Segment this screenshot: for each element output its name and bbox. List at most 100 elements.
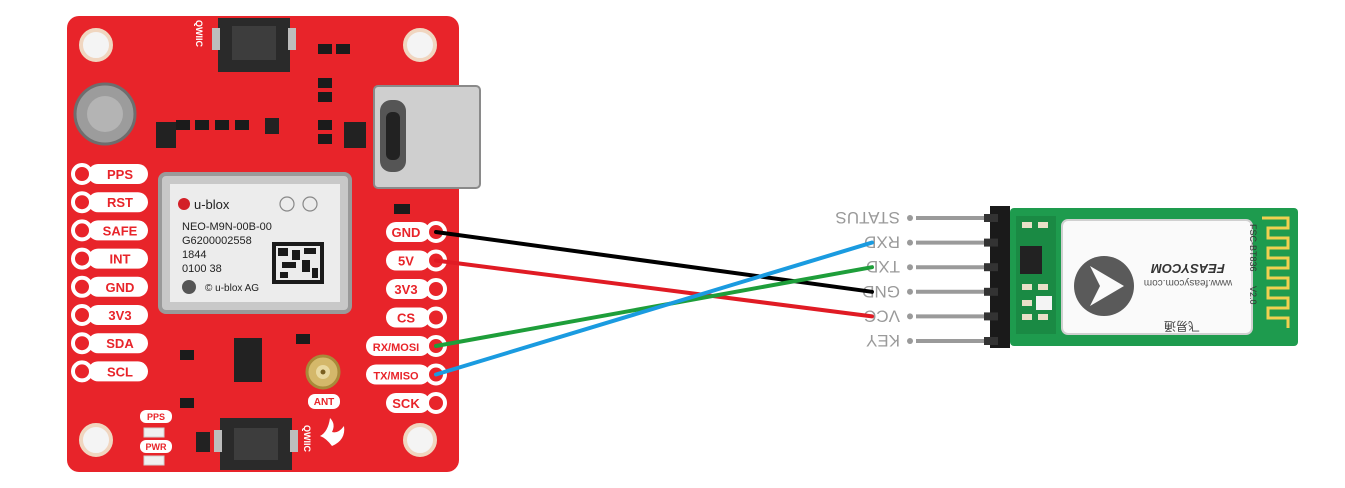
left-pin-hole[interactable]: [71, 219, 93, 242]
left-pin-gnd[interactable]: GND: [71, 275, 148, 298]
left-pin-hole[interactable]: [71, 247, 93, 270]
left-pin-rst[interactable]: RST: [71, 191, 148, 214]
mounting-holes: [79, 28, 437, 457]
qwiic-connector-top: [212, 18, 296, 72]
gps-module: u-blox NEO-M9N-00B-00 G6200002558 1844 0…: [158, 172, 352, 314]
left-pin-sda[interactable]: SDA: [71, 332, 148, 355]
bt-pin-rxd[interactable]: RXD: [864, 233, 998, 252]
left-pin-hole[interactable]: [71, 275, 93, 298]
right-pin-label: TX/MISO: [373, 371, 419, 383]
qwiic-top-label: QWIIC: [194, 20, 204, 47]
bt-pin-label: RXD: [864, 233, 900, 252]
ublox-logo-icon: [178, 198, 190, 210]
bt-pins: STATUS RXD TXD GND VCC KEY: [835, 208, 998, 350]
led-pps-label: PPS: [147, 412, 165, 422]
right-pin-label: 5V: [398, 254, 414, 269]
module-copyright: © u-blox AG: [205, 283, 259, 294]
right-pin-sck[interactable]: SCK: [386, 392, 447, 414]
right-pin-3v3[interactable]: 3V3: [386, 278, 447, 300]
bluetooth-module: FEASYCOM www.feasycom.com 飞易通 FSC-BT836 …: [835, 206, 1298, 350]
right-pin-label: SCK: [392, 396, 420, 411]
left-pin-label: 3V3: [108, 308, 131, 323]
left-pin-hole[interactable]: [71, 304, 93, 326]
bt-pin-label: GND: [862, 282, 900, 301]
bt-pin-label: KEY: [866, 331, 900, 350]
datamatrix-code: [272, 242, 324, 284]
gps-board: QWIIC QWIIC: [67, 16, 481, 472]
bt-pin-status[interactable]: STATUS: [835, 208, 998, 227]
left-pin-label: RST: [107, 195, 133, 210]
module-brand: u-blox: [194, 197, 230, 212]
bt-url-text: www.feasycom.com: [1144, 277, 1233, 288]
module-serial: G6200002558: [182, 235, 252, 247]
bt-pin-key[interactable]: KEY: [866, 331, 998, 350]
module-lot: 0100 38: [182, 263, 222, 275]
e4-mark-icon: [302, 196, 318, 212]
left-pin-label: SDA: [106, 336, 134, 351]
right-pin-label: CS: [397, 311, 415, 326]
feasycom-logo-icon: [1074, 256, 1134, 316]
right-pin-cs[interactable]: CS: [386, 306, 447, 329]
bt-pin-txd[interactable]: TXD: [866, 257, 998, 276]
led-pps-label-bg: [140, 410, 172, 423]
led-pwr-label-bg: [140, 440, 172, 453]
right-pin-hole[interactable]: [425, 306, 447, 329]
pb-free-icon: [279, 196, 295, 212]
left-pin-scl[interactable]: SCL: [71, 360, 148, 383]
bt-status-led: [1036, 296, 1052, 310]
bt-brand-text: FEASYCOM: [1150, 261, 1225, 276]
wire-5v-to-vcc: [434, 258, 874, 319]
bt-pin-vcc[interactable]: VCC: [864, 306, 998, 325]
right-pin-label: 3V3: [394, 282, 417, 297]
left-pin-int[interactable]: INT: [71, 247, 148, 270]
left-pin-label: PPS: [107, 167, 133, 182]
bt-pin-label: STATUS: [835, 208, 900, 227]
left-pin-hole[interactable]: [71, 360, 93, 383]
right-pin-tx-miso[interactable]: TX/MISO: [366, 363, 447, 386]
smd-components: [156, 44, 410, 408]
bt-chinese-text: 飞易通: [1164, 319, 1200, 333]
bt-pin-label: TXD: [866, 257, 900, 276]
wire-tx-miso-to-rxd: [434, 240, 874, 377]
left-pin-pps[interactable]: PPS: [71, 163, 148, 185]
left-pin-label: INT: [110, 252, 131, 267]
module-date: 1844: [182, 249, 206, 261]
left-pin-3v3[interactable]: 3V3: [71, 304, 148, 326]
right-pin-hole[interactable]: [425, 392, 447, 414]
bt-model-text: FSC-BT836: [1248, 224, 1258, 272]
backup-battery: [73, 82, 137, 146]
bt-pin-header: [990, 206, 1010, 348]
right-pin-hole[interactable]: [425, 278, 447, 300]
led-pwr-label: PWR: [146, 442, 167, 452]
ant-label-bg: [308, 394, 340, 409]
bt-version-text: V2.0: [1248, 286, 1258, 305]
led-pwr: [143, 455, 165, 466]
sparkfun-logo-icon: [320, 418, 345, 446]
bt-pin-label: VCC: [864, 306, 900, 325]
wires: [434, 230, 874, 377]
ant-label: ANT: [314, 397, 335, 408]
right-pin-label: RX/MOSI: [373, 342, 419, 354]
bt-regulator: [1020, 246, 1042, 274]
led-resistor: [196, 432, 210, 452]
module-dot-icon: [182, 280, 196, 294]
usb-c-connector: [373, 85, 481, 189]
antenna-connector: [305, 354, 341, 390]
qwiic-bottom-label: QWIIC: [302, 425, 312, 452]
left-pin-label: GND: [106, 280, 135, 295]
left-pin-safe[interactable]: SAFE: [71, 219, 148, 242]
led-pps: [143, 427, 165, 438]
left-pin-hole[interactable]: [71, 332, 93, 355]
right-pin-label: GND: [392, 225, 421, 240]
right-pin-rx-mosi[interactable]: RX/MOSI: [366, 335, 447, 357]
bt-antenna-trace: [1262, 216, 1290, 328]
module-part: NEO-M9N-00B-00: [182, 221, 272, 233]
left-pin-hole[interactable]: [71, 191, 93, 214]
qwiic-connector-bottom: [214, 418, 298, 470]
left-pin-hole[interactable]: [71, 163, 93, 185]
left-pin-label: SAFE: [103, 223, 138, 238]
left-pin-label: SCL: [107, 364, 133, 379]
bt-pin-gnd[interactable]: GND: [862, 282, 998, 301]
